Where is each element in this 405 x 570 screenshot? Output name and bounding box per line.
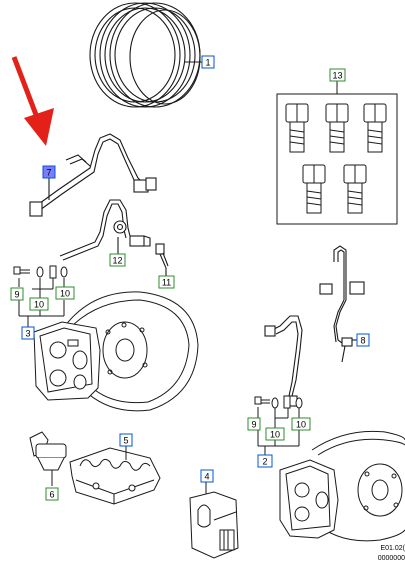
callout-number: 13 bbox=[332, 71, 342, 81]
callout-number: 12 bbox=[112, 256, 122, 266]
callout-c12: 12 bbox=[109, 253, 126, 267]
callout-number: 8 bbox=[360, 336, 365, 346]
rear-brake-disc bbox=[311, 430, 405, 542]
bolt-icon bbox=[302, 164, 326, 214]
callout-number: 10 bbox=[60, 289, 70, 299]
callout-c4: 4 bbox=[200, 469, 214, 483]
callout-box bbox=[257, 454, 273, 468]
callout-number: 10 bbox=[270, 430, 280, 440]
callout-box bbox=[200, 469, 214, 483]
callout-number: 2 bbox=[262, 457, 267, 467]
callout-number: 9 bbox=[251, 420, 256, 430]
red-arrow-icon bbox=[11, 56, 54, 146]
callout-c8: 8 bbox=[356, 333, 370, 347]
callout-number: 9 bbox=[14, 290, 19, 300]
diagram-code: E01.02( bbox=[380, 545, 405, 552]
callout-c10a: 10 bbox=[29, 297, 49, 311]
callout-c6: 6 bbox=[45, 487, 59, 501]
callout-box bbox=[42, 165, 56, 179]
callout-c10b: 10 bbox=[55, 286, 75, 300]
front-brake-pipe bbox=[29, 133, 169, 276]
callout-leaders bbox=[27, 81, 357, 460]
front-brake-disc bbox=[61, 291, 199, 412]
callout-number: 1 bbox=[205, 58, 210, 68]
callout-number: 10 bbox=[296, 420, 306, 430]
bolt-icon bbox=[343, 164, 367, 214]
callout-c2a: 2 bbox=[257, 454, 273, 468]
callout-box bbox=[21, 326, 35, 340]
callout-c1: 1 bbox=[201, 55, 215, 69]
callout-box bbox=[45, 487, 59, 501]
bolt-icon bbox=[285, 103, 309, 153]
callout-box bbox=[265, 427, 285, 441]
callout-number: 7 bbox=[46, 168, 51, 178]
front-caliper bbox=[33, 321, 101, 401]
callout-c3: 3 bbox=[21, 326, 35, 340]
callout-number: 6 bbox=[49, 490, 54, 500]
callout-c10d: 10 bbox=[291, 417, 311, 431]
brake-pipe-clip bbox=[29, 431, 67, 486]
coiled-brake-pipe bbox=[89, 2, 202, 108]
callout-c10c: 10 bbox=[265, 427, 285, 441]
callout-box bbox=[158, 275, 175, 289]
callout-c13: 13 bbox=[329, 68, 346, 82]
callout-c5: 5 bbox=[119, 433, 133, 447]
callout-c7: 7 bbox=[42, 165, 56, 179]
callout-box bbox=[329, 68, 346, 82]
callout-c11: 11 bbox=[158, 275, 175, 289]
callout-box bbox=[55, 286, 75, 300]
callout-number: 11 bbox=[162, 278, 171, 288]
callout-box bbox=[109, 253, 126, 267]
pipe-bracket bbox=[189, 482, 239, 559]
bolt-icon bbox=[325, 103, 349, 153]
callout-number: 3 bbox=[25, 329, 30, 339]
callout-number: 4 bbox=[204, 472, 209, 482]
rear-brake-pipe bbox=[264, 245, 365, 407]
bolt-icon bbox=[363, 103, 387, 153]
bolt-kit-box bbox=[276, 81, 398, 225]
pipe-carrier-bracket bbox=[69, 447, 161, 505]
callout-box bbox=[247, 417, 261, 431]
callout-c9b: 9 bbox=[247, 417, 261, 431]
diagram-number: 0000000 bbox=[377, 555, 405, 562]
rear-fittings bbox=[254, 395, 303, 455]
callout-box bbox=[291, 417, 311, 431]
callout-box bbox=[119, 433, 133, 447]
callout-number: 10 bbox=[34, 300, 44, 310]
front-fittings bbox=[13, 265, 68, 327]
callout-box bbox=[201, 55, 215, 69]
callout-box bbox=[29, 297, 49, 311]
callout-number: 5 bbox=[123, 436, 128, 446]
callout-box bbox=[356, 333, 370, 347]
rear-caliper bbox=[279, 459, 339, 539]
callout-c9a: 9 bbox=[10, 287, 24, 301]
callout-box bbox=[10, 287, 24, 301]
